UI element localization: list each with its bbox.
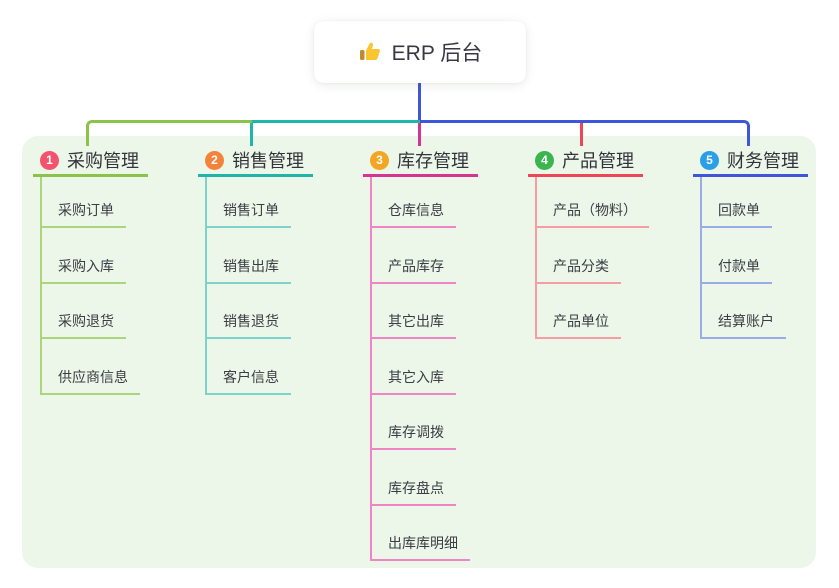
child-node[interactable]: 付款单 xyxy=(702,228,808,284)
badge-1: 1 xyxy=(40,150,59,170)
child-label: 销售订单 xyxy=(207,200,291,228)
child-node[interactable]: 产品库存 xyxy=(372,228,478,284)
child-node[interactable]: 客户信息 xyxy=(207,339,313,395)
connector-drop-product xyxy=(580,123,583,146)
branch-children: 销售订单 销售出库 销售退货 客户信息 xyxy=(205,177,313,395)
branch-node-purchase[interactable]: 1 采购管理 xyxy=(33,146,148,177)
thumbs-up-icon xyxy=(358,40,382,64)
connector-drop-inventory xyxy=(418,123,421,146)
connector-drop-sales xyxy=(250,123,253,146)
child-node[interactable]: 回款单 xyxy=(702,177,808,228)
child-label: 销售出库 xyxy=(207,256,291,284)
connector-root xyxy=(418,83,421,123)
badge-4: 4 xyxy=(535,150,554,170)
branch-node-sales[interactable]: 2 销售管理 xyxy=(198,146,313,177)
child-node[interactable]: 结算账户 xyxy=(702,284,808,339)
connector-bus-mid xyxy=(252,120,420,123)
child-label: 客户信息 xyxy=(207,367,291,395)
child-label: 库存调拨 xyxy=(372,422,456,450)
child-label: 库存盘点 xyxy=(372,478,456,506)
branch-node-product[interactable]: 4 产品管理 xyxy=(528,146,643,177)
child-label: 采购订单 xyxy=(42,200,126,228)
branch-label: 财务管理 xyxy=(727,151,799,171)
connector-bus-right xyxy=(420,120,750,146)
badge-2: 2 xyxy=(205,150,224,170)
child-node[interactable]: 销售订单 xyxy=(207,177,313,228)
branch-sales: 2 销售管理 销售订单 销售出库 销售退货 客户信息 xyxy=(198,146,313,395)
child-node[interactable]: 销售退货 xyxy=(207,284,313,339)
child-node[interactable]: 销售出库 xyxy=(207,228,313,284)
root-title: ERP 后台 xyxy=(391,42,483,65)
child-label: 采购入库 xyxy=(42,256,126,284)
child-label: 产品分类 xyxy=(537,256,621,284)
branch-label: 产品管理 xyxy=(562,151,634,171)
child-node[interactable]: 产品单位 xyxy=(537,284,643,339)
root-node[interactable]: ERP 后台 xyxy=(314,21,526,83)
child-node[interactable]: 供应商信息 xyxy=(42,339,148,395)
child-label: 采购退货 xyxy=(42,311,126,339)
child-label: 其它出库 xyxy=(372,311,456,339)
child-node[interactable]: 库存盘点 xyxy=(372,450,478,506)
branch-finance: 5 财务管理 回款单 付款单 结算账户 xyxy=(693,146,808,339)
child-node[interactable]: 采购入库 xyxy=(42,228,148,284)
child-label: 其它入库 xyxy=(372,367,456,395)
child-node[interactable]: 产品（物料） xyxy=(537,177,649,228)
branch-children: 采购订单 采购入库 采购退货 供应商信息 xyxy=(40,177,148,395)
branch-children: 回款单 付款单 结算账户 xyxy=(700,177,808,339)
child-node[interactable]: 产品分类 xyxy=(537,228,643,284)
child-node[interactable]: 采购订单 xyxy=(42,177,148,228)
child-node[interactable]: 仓库信息 xyxy=(372,177,478,228)
child-label: 产品库存 xyxy=(372,256,456,284)
badge-5: 5 xyxy=(700,150,719,170)
connector-bus-left xyxy=(86,120,252,146)
child-label: 回款单 xyxy=(702,200,772,228)
child-node[interactable]: 其它入库 xyxy=(372,339,478,395)
child-label: 结算账户 xyxy=(702,311,786,339)
branch-children: 产品（物料） 产品分类 产品单位 xyxy=(535,177,649,339)
child-label: 出库库明细 xyxy=(372,533,470,561)
child-label: 付款单 xyxy=(702,256,772,284)
child-label: 产品（物料） xyxy=(537,200,649,228)
branch-children: 仓库信息 产品库存 其它出库 其它入库 库存调拨 库存盘点 出库库明细 xyxy=(370,177,478,561)
branch-purchase: 1 采购管理 采购订单 采购入库 采购退货 供应商信息 xyxy=(33,146,148,395)
child-node[interactable]: 出库库明细 xyxy=(372,506,478,561)
badge-3: 3 xyxy=(370,150,389,170)
child-label: 供应商信息 xyxy=(42,367,140,395)
branch-product: 4 产品管理 产品（物料） 产品分类 产品单位 xyxy=(528,146,649,339)
child-node[interactable]: 采购退货 xyxy=(42,284,148,339)
branch-label: 采购管理 xyxy=(67,151,139,171)
branch-inventory: 3 库存管理 仓库信息 产品库存 其它出库 其它入库 库存调拨 库存盘点 出库库… xyxy=(363,146,478,561)
mindmap-canvas xyxy=(22,136,816,568)
branch-label: 库存管理 xyxy=(397,151,469,171)
branch-node-finance[interactable]: 5 财务管理 xyxy=(693,146,808,177)
child-label: 产品单位 xyxy=(537,311,621,339)
branch-label: 销售管理 xyxy=(232,151,304,171)
child-label: 销售退货 xyxy=(207,311,291,339)
branch-node-inventory[interactable]: 3 库存管理 xyxy=(363,146,478,177)
child-label: 仓库信息 xyxy=(372,200,456,228)
child-node[interactable]: 其它出库 xyxy=(372,284,478,339)
child-node[interactable]: 库存调拨 xyxy=(372,395,478,450)
